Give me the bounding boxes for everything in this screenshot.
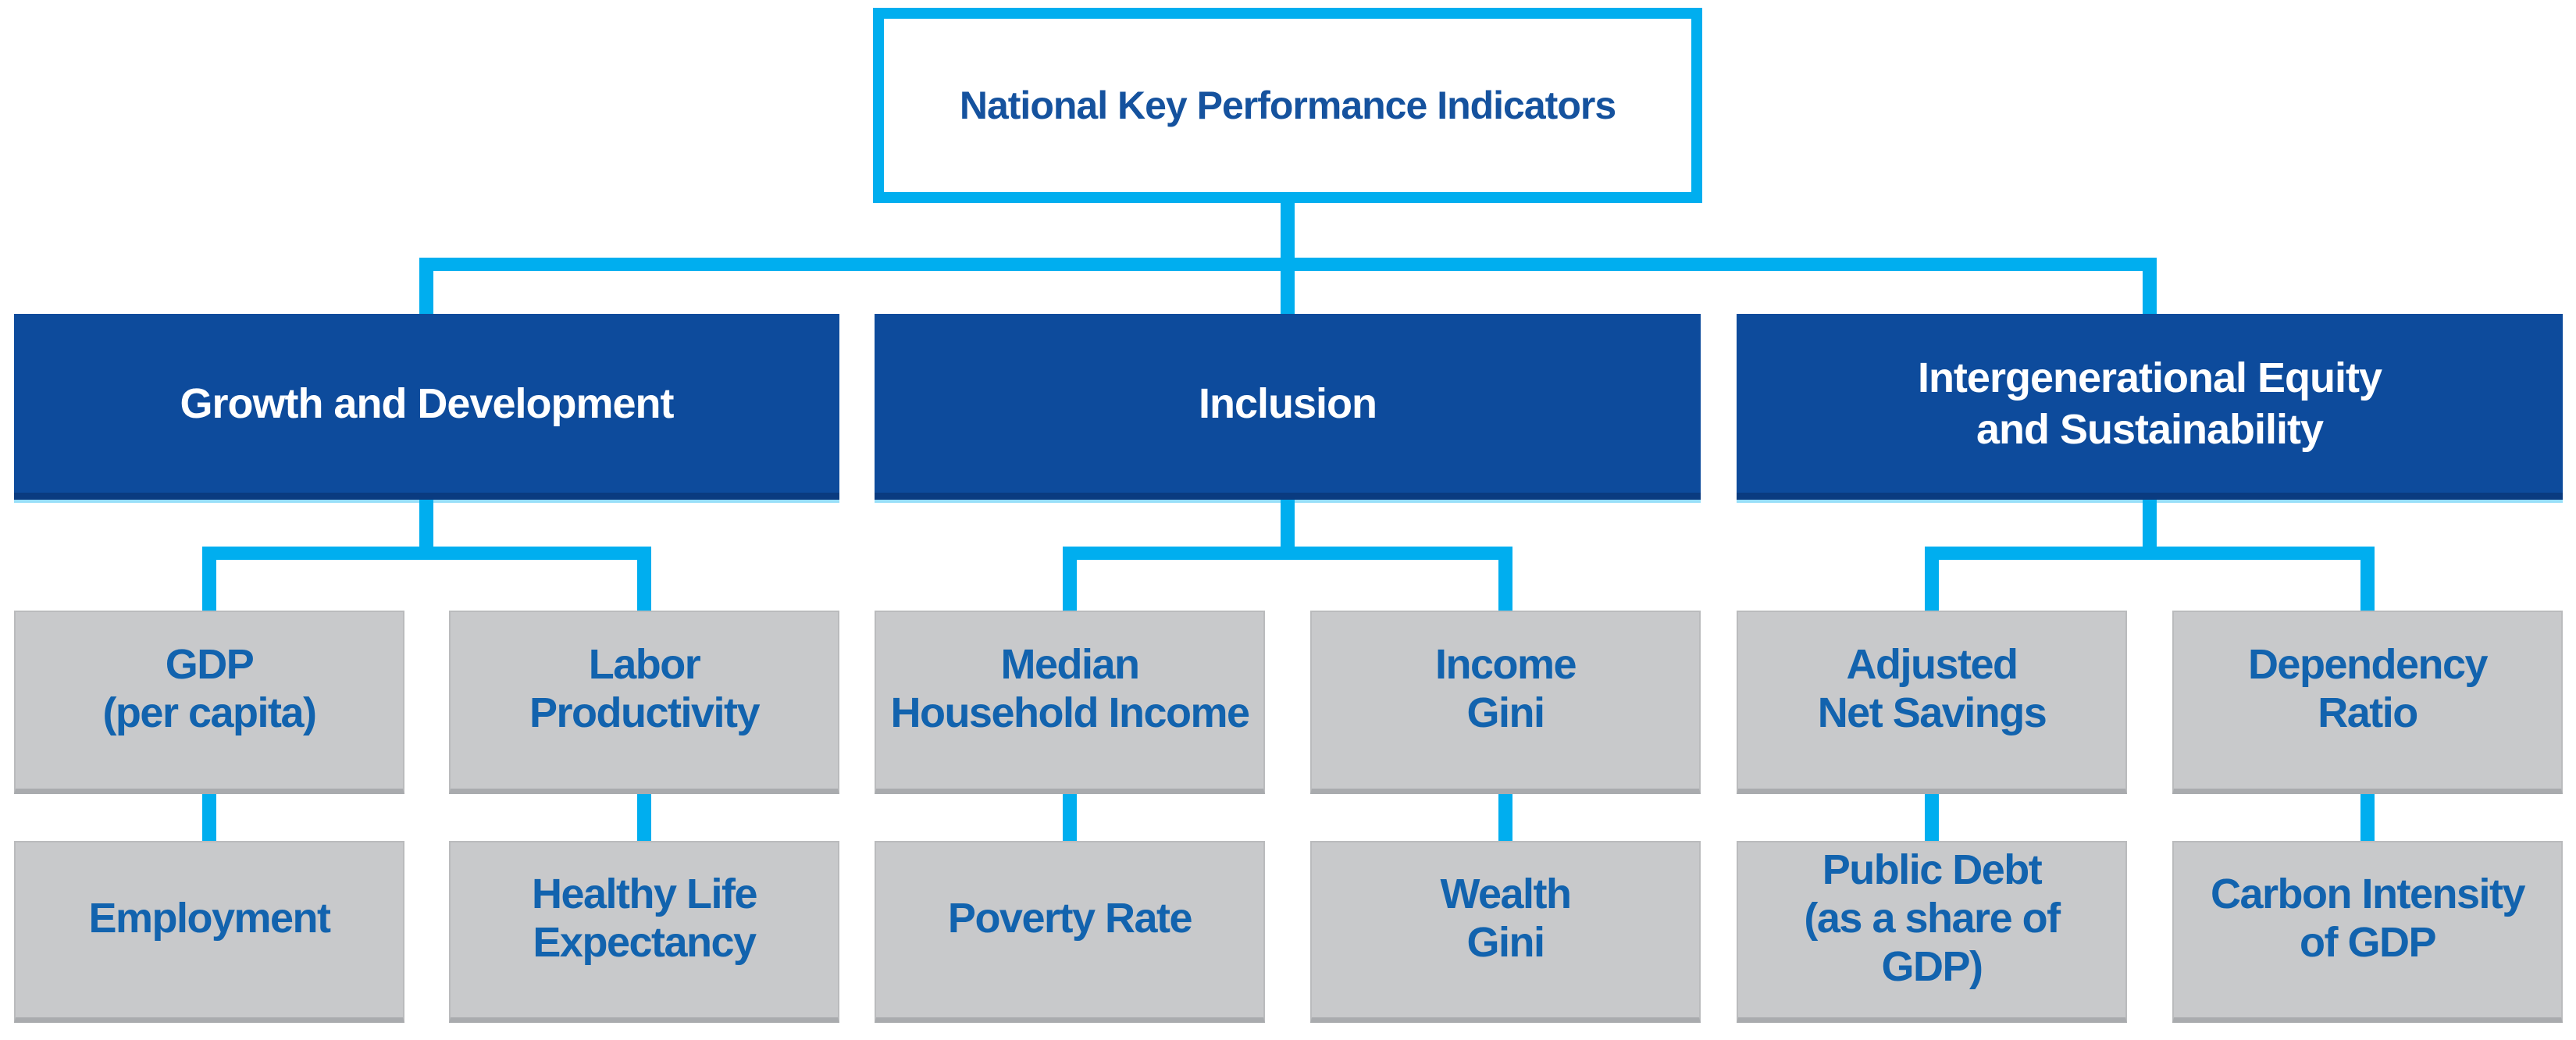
- connector-child-drop-2: [637, 558, 651, 613]
- node-carbon-intensity-of-gdp: Carbon Intensity of GDP: [2172, 841, 2563, 1023]
- connector-row-link-6: [2360, 792, 2375, 842]
- connector-main-horizontal: [419, 258, 2157, 271]
- node-label: Wealth Gini: [1440, 871, 1572, 966]
- connector-child-drop-5: [1925, 558, 1939, 613]
- node-employment: Employment: [14, 841, 404, 1023]
- connector-row-link-2: [637, 792, 651, 842]
- branch-node-inclusion: Inclusion: [875, 314, 1701, 500]
- connector-branch-drop-2: [1281, 269, 1295, 316]
- node-label: Adjusted Net Savings: [1817, 641, 2047, 736]
- connector-bracket-2: [1063, 547, 1512, 560]
- node-label: Carbon Intensity of GDP: [2210, 871, 2526, 966]
- branch-node-label: Growth and Development: [180, 379, 674, 427]
- connector-branch-drop-1: [419, 269, 433, 316]
- root-node-label: National Key Performance Indicators: [959, 84, 1616, 127]
- node-label: Employment: [88, 895, 331, 942]
- node-label: GDP (per capita): [102, 641, 317, 736]
- branch-node-label: Intergenerational Equity and Sustainabil…: [1917, 354, 2382, 453]
- node-dependency-ratio: Dependency Ratio: [2172, 611, 2563, 794]
- node-label: Poverty Rate: [947, 895, 1193, 942]
- connector-child-drop-6: [2360, 558, 2375, 613]
- node-public-debt-share-of-gdp: Public Debt (as a share of GDP): [1737, 841, 2127, 1023]
- connector-branch-drop-3: [2143, 269, 2157, 316]
- node-adjusted-net-savings: Adjusted Net Savings: [1737, 611, 2127, 794]
- node-label: Public Debt (as a share of GDP): [1804, 846, 2061, 990]
- connector-row-link-4: [1498, 792, 1512, 842]
- connector-child-drop-3: [1063, 558, 1077, 613]
- branch-node-label: Inclusion: [1198, 379, 1377, 427]
- connector-child-drop-1: [202, 558, 216, 613]
- node-income-gini: Income Gini: [1310, 611, 1701, 794]
- node-healthy-life-expectancy: Healthy Life Expectancy: [449, 841, 839, 1023]
- node-label: Median Household Income: [890, 641, 1250, 736]
- connector-bracket-3: [1925, 547, 2375, 560]
- connector-child-drop-4: [1498, 558, 1512, 613]
- node-labor-productivity: Labor Productivity: [449, 611, 839, 794]
- node-label: Income Gini: [1434, 641, 1577, 736]
- connector-root-stem: [1281, 198, 1295, 259]
- node-label: Dependency Ratio: [2247, 641, 2489, 736]
- branch-node-intergenerational-equity-and-sustainability: Intergenerational Equity and Sustainabil…: [1737, 314, 2563, 500]
- connector-bracket-1: [202, 547, 651, 560]
- node-gdp-per-capita: GDP (per capita): [14, 611, 404, 794]
- node-label: Healthy Life Expectancy: [531, 871, 758, 966]
- node-median-household-income: Median Household Income: [875, 611, 1265, 794]
- connector-branch-stem-2: [1281, 498, 1295, 548]
- node-poverty-rate: Poverty Rate: [875, 841, 1265, 1023]
- connector-row-link-1: [202, 792, 216, 842]
- branch-node-growth-and-development: Growth and Development: [14, 314, 839, 500]
- connector-branch-stem-1: [419, 498, 433, 548]
- connector-row-link-5: [1925, 792, 1939, 842]
- node-wealth-gini: Wealth Gini: [1310, 841, 1701, 1023]
- connector-row-link-3: [1063, 792, 1077, 842]
- root-node: National Key Performance Indicators: [873, 8, 1702, 203]
- node-label: Labor Productivity: [529, 641, 761, 736]
- connector-branch-stem-3: [2143, 498, 2157, 548]
